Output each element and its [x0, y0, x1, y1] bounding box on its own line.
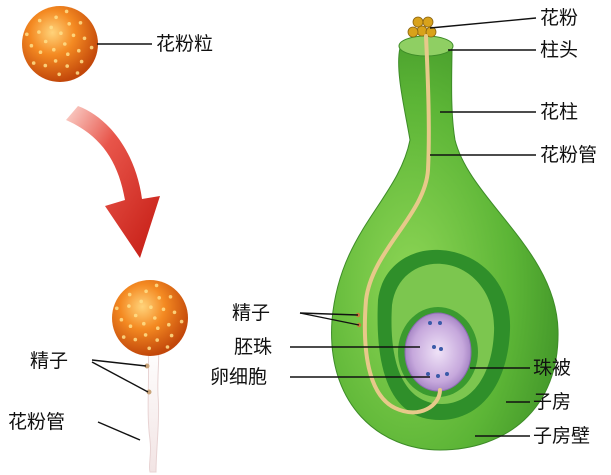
label-ovary-wall: 子房壁: [533, 425, 590, 447]
germinating-pollen: [112, 280, 188, 472]
pollen-spike: [127, 304, 131, 308]
pollen-spike: [77, 49, 81, 53]
pollen-spike: [57, 73, 61, 77]
pollen-spike: [167, 323, 171, 327]
label-sperm-right: 精子: [232, 302, 270, 324]
pollen-spike: [52, 48, 56, 52]
pollen-spike: [90, 46, 94, 50]
pollen-spike: [54, 15, 58, 19]
pollen-spike: [173, 311, 177, 315]
pollen-spike: [44, 40, 48, 44]
pollen-spike: [63, 42, 67, 46]
red-arrow-icon: [66, 106, 160, 258]
pollen-spike: [67, 22, 71, 26]
pollen-spike: [76, 71, 80, 75]
leader-sperm-left-1: [92, 360, 146, 366]
pollen-spike: [49, 26, 53, 30]
pollen-spike: [147, 347, 151, 351]
label-pollen: 花粉: [540, 7, 578, 29]
pollen-spike: [39, 50, 43, 54]
label-ovule: 胚珠: [234, 336, 272, 358]
leader-sperm-left-2: [92, 362, 148, 392]
pollen-spike: [37, 30, 41, 34]
pollen-spike: [149, 305, 153, 309]
pollen-spike: [32, 61, 36, 65]
pollen-spike: [169, 295, 173, 299]
label-sperm-left: 精子: [30, 350, 68, 372]
pollen-spike: [25, 33, 29, 37]
pollen-spike: [72, 34, 76, 38]
pollen-spike: [142, 322, 146, 326]
pollen-spike: [122, 335, 126, 339]
pollen-spike: [83, 37, 87, 41]
pistil: [332, 17, 559, 450]
pollen-spike: [170, 334, 174, 338]
pollen-grain-top: [22, 6, 98, 82]
pollen-spike: [166, 345, 170, 349]
label-ovary: 子房: [533, 391, 571, 413]
pollen-spike: [144, 333, 148, 337]
pollen-spike: [180, 320, 184, 324]
label-stigma: 柱头: [540, 39, 578, 61]
label-pollen-grain: 花粉粒: [156, 33, 213, 55]
pollen-spike: [65, 64, 69, 68]
label-style: 花柱: [540, 101, 578, 123]
pollen-spike: [128, 293, 132, 297]
label-pollen-tube-left: 花粉管: [8, 411, 65, 433]
pollen-spike: [155, 284, 159, 288]
pollen-spike: [44, 64, 48, 68]
pollen-spike: [156, 326, 160, 330]
pollen-spike: [162, 308, 166, 312]
pollen-spike: [59, 31, 63, 35]
pollen-spike: [157, 296, 161, 300]
leader-pollen-tube-left: [98, 422, 140, 440]
pollen-spike: [144, 290, 148, 294]
pollen-spike: [155, 338, 159, 342]
pollen-spike: [120, 318, 124, 322]
pollen-spike: [54, 59, 58, 63]
pollen-spike: [65, 10, 69, 14]
pollen-spike: [115, 307, 119, 311]
pollen-spike: [134, 338, 138, 342]
label-pollen-tube-right: 花粉管: [540, 144, 597, 166]
pollen-spike: [134, 314, 138, 318]
leader-pollen: [430, 18, 536, 28]
pollen-spike: [30, 44, 34, 48]
pollen-spike: [129, 324, 133, 328]
pollen-spike: [79, 21, 83, 25]
pollen-spike: [66, 52, 70, 56]
label-integument: 珠被: [533, 357, 571, 379]
pollen-spike: [153, 316, 157, 320]
pollen-spike: [38, 19, 42, 23]
pollen-spike: [80, 60, 84, 64]
pollen-spike: [139, 300, 143, 304]
label-egg-cell: 卵细胞: [210, 366, 267, 388]
